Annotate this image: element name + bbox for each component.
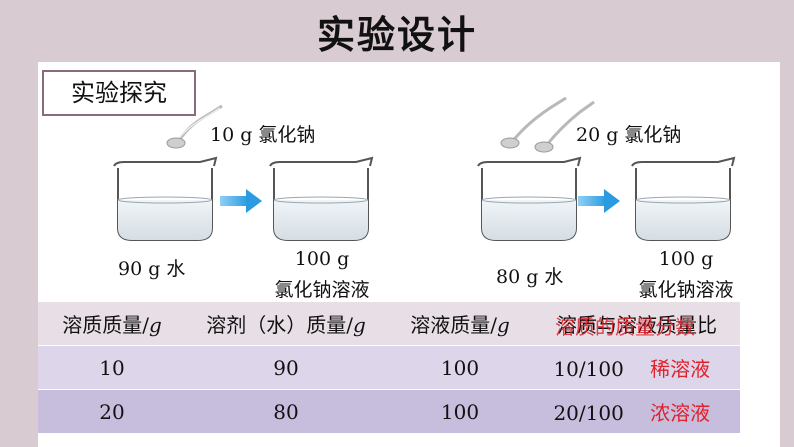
cell-ratio: 20/100: [553, 401, 624, 425]
exp2-result-mass: 100 g: [658, 248, 714, 270]
exp1-result-name: 氯化钠溶液: [274, 279, 370, 301]
cell-description: 浓溶液: [650, 401, 711, 425]
spoon-icon: [500, 96, 595, 153]
cell-description: 稀溶液: [650, 357, 711, 381]
exp1-result-mass: 100 g: [294, 248, 350, 270]
cell-solute: 10: [38, 345, 186, 390]
beaker-solution-1: [269, 156, 374, 241]
header-solution-mass: 溶液质量/g: [386, 302, 534, 346]
table-row: 20 80 100 20/100 浓溶液: [38, 389, 740, 434]
table-row: 10 90 100 10/100 稀溶液: [38, 345, 740, 390]
arrow-right-icon: [578, 189, 620, 213]
section-tag: 实验探究: [42, 70, 196, 116]
cell-solvent: 80: [186, 389, 386, 434]
arrow-right-icon: [220, 189, 262, 213]
cell-solution: 100: [386, 389, 534, 434]
cell-ratio-group: 10/100 稀溶液: [534, 345, 740, 390]
section-tag-label: 实验探究: [71, 79, 167, 107]
unit-label: g: [496, 313, 510, 337]
unit-label: g: [148, 313, 162, 337]
exp2-solute-label: 20 g 氯化钠: [576, 124, 682, 146]
spoon-icon: [166, 104, 223, 149]
beaker-water-2: [477, 156, 582, 241]
left-border: [0, 62, 38, 447]
table-header-row: 溶质质量/g 溶剂（水）质量/g 溶液质量/g 溶质与溶液质量比 溶质的质量分数: [38, 302, 740, 346]
beaker-water-1: [113, 156, 218, 241]
slide-title: 实验设计: [316, 13, 477, 57]
header-mass-fraction: 溶质与溶液质量比 溶质的质量分数: [534, 302, 740, 346]
beaker-solution-2: [631, 156, 736, 241]
exp2-water-label: 80 g 水: [496, 266, 564, 288]
overlapping-header-text: 溶质与溶液质量比 溶质的质量分数: [555, 309, 717, 339]
cell-solution: 100: [386, 345, 534, 390]
header-mass-fraction-label: 溶质的质量分数: [555, 315, 695, 339]
cell-ratio-group: 20/100 浓溶液: [534, 389, 740, 434]
exp1-solute-label: 10 g 氯化钠: [210, 124, 316, 146]
cell-solvent: 90: [186, 345, 386, 390]
header-band: [0, 0, 794, 62]
cell-ratio: 10/100: [553, 357, 624, 381]
cell-solute: 20: [38, 389, 186, 434]
header-solvent-mass: 溶剂（水）质量/g: [186, 302, 386, 346]
header-solute-mass: 溶质质量/g: [38, 302, 186, 346]
data-table: 溶质质量/g 溶剂（水）质量/g 溶液质量/g 溶质与溶液质量比 溶质的质量分数…: [38, 302, 740, 434]
exp1-water-label: 90 g 水: [118, 258, 186, 280]
exp2-result-name: 氯化钠溶液: [638, 279, 734, 301]
header-mass-ratio: 溶质与溶液质量比: [557, 313, 717, 337]
right-border: [780, 62, 794, 447]
unit-label: g: [352, 313, 366, 337]
